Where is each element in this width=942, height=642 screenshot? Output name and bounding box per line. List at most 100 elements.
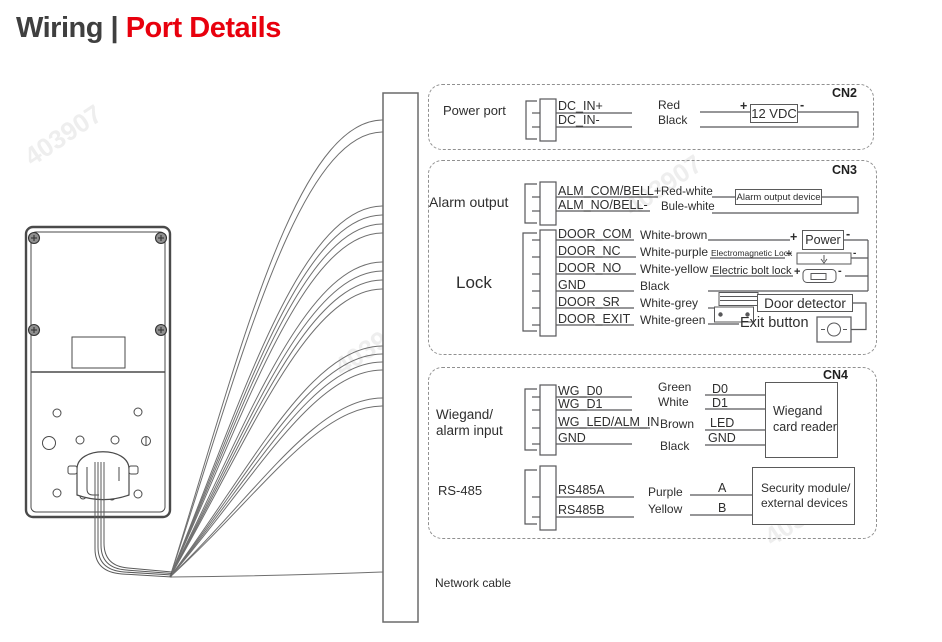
wall-panel (382, 92, 419, 623)
wire-color-white-green: White-green (640, 313, 706, 327)
network-cable-label: Network cable (435, 576, 512, 590)
cn3-lock-lines (522, 229, 869, 343)
minus-sign: - (846, 227, 851, 241)
bus-label-b: B (718, 501, 727, 515)
pin-label-wg-led: WG_LED/ALM_IN (558, 415, 660, 429)
power-supply-12vdc-box: 12 VDC (750, 104, 798, 123)
terminal-block (539, 465, 557, 531)
pin-label-wg-d1: WG_D1 (558, 397, 603, 411)
minus-sign: - (853, 248, 857, 259)
pin-label-door-com: DOOR_COM (558, 227, 632, 241)
terminal-block (539, 229, 557, 337)
device-back-panel (24, 225, 173, 578)
alarm-output-label: Alarm output (429, 194, 509, 210)
pin-label-door-nc: DOOR_NC (558, 244, 621, 258)
wiegand-card-reader-line1: Wiegand (773, 404, 823, 419)
wiegand-port-label-line1: Wiegand/ (436, 407, 494, 422)
minus-sign: - (800, 98, 805, 112)
terminal-block (539, 181, 557, 226)
pin-label-wg-gnd: GND (558, 431, 586, 445)
wire-color-green: Green (658, 380, 692, 394)
electric-bolt-lock-label: Electric bolt lock (712, 265, 792, 277)
wiegand-card-reader-box: Wiegand card reader (765, 382, 838, 458)
reader-pin-d0: D0 (712, 382, 728, 396)
connector-bracket (524, 183, 537, 224)
wire-color-red-white: Red-white (661, 186, 713, 198)
pin-label-rs485b: RS485B (558, 503, 605, 517)
exit-button-label: Exit button (740, 315, 809, 331)
plus-sign: + (794, 266, 801, 278)
cn4-section-frame (428, 367, 877, 539)
door-detector-box: Door detector (757, 294, 853, 312)
lock-power-box: Power (802, 230, 844, 250)
pin-label-rs485a: RS485A (558, 483, 605, 497)
pin-label-alm-com: ALM_COM/BELL+ (558, 184, 662, 198)
wire-color-black: Black (658, 113, 688, 127)
connector-bracket (525, 100, 537, 140)
cn2-wiring-lines (525, 98, 859, 142)
wire-color-white: White (658, 395, 689, 409)
minus-sign: - (838, 265, 842, 277)
reader-pin-led: LED (710, 416, 735, 430)
wire-color-white-grey: White-grey (640, 296, 699, 310)
cable-entry-window (71, 336, 126, 369)
network-cable-wire (169, 571, 384, 578)
door-detector-icon (714, 292, 759, 323)
exit-button-icon (816, 316, 852, 343)
wire-color-red: Red (658, 98, 681, 112)
screw-icon (27, 231, 168, 337)
rs485-port-label: RS-485 (438, 483, 483, 498)
title-separator: | (110, 12, 119, 44)
terminal-block (539, 384, 557, 456)
connector-bracket (524, 388, 537, 451)
title-wiring: Wiring (16, 12, 103, 44)
reader-pin-gnd: GND (708, 431, 736, 445)
cn3-alarm-lines (524, 181, 859, 226)
pin-label-wg-d0: WG_D0 (558, 384, 603, 398)
bus-label-a: A (718, 481, 727, 495)
wire-color-brown: Brown (660, 417, 695, 431)
mounting-hole (42, 407, 151, 501)
cn4-wiegand-lines (524, 384, 765, 456)
pin-label-gnd: GND (558, 278, 586, 292)
power-port-label: Power port (443, 103, 506, 118)
wiegand-port-label-line2: alarm input (436, 423, 503, 438)
cable-gland (67, 451, 139, 501)
terminal-block (539, 98, 557, 142)
connector-bracket (522, 232, 537, 332)
title-port-details: Port Details (125, 12, 282, 44)
electromagnetic-lock-icon (796, 252, 852, 265)
security-module-line1: Security module/ (761, 481, 851, 495)
wire-bundle (169, 119, 384, 578)
lock-label: Lock (456, 273, 492, 292)
pin-label-dc-in-plus: DC_IN+ (558, 99, 603, 113)
cn2-section-frame (428, 84, 874, 150)
wire-color-white-yellow: White-yellow (640, 262, 709, 276)
electric-bolt-lock-icon (802, 269, 837, 283)
cn4-tag: CN4 (823, 368, 849, 382)
cn3-tag: CN3 (832, 163, 858, 177)
wire-color-black: Black (660, 439, 690, 453)
wire-color-white-purple: White-purple (640, 245, 709, 259)
detector-exit-link (851, 302, 867, 331)
pin-label-door-no: DOOR_NO (558, 261, 622, 275)
device-cable (94, 462, 173, 578)
pin-label-door-sr: DOOR_SR (558, 295, 620, 309)
connector-bracket (524, 469, 537, 525)
wire-color-black: Black (640, 279, 670, 293)
security-module-line2: external devices (761, 496, 848, 510)
reader-pin-d1: D1 (712, 396, 728, 410)
pin-label-alm-no: ALM_NO/BELL- (558, 198, 648, 212)
electromagnetic-lock-label: Electromagnetic Lock (711, 248, 793, 258)
plus-sign: + (740, 99, 748, 113)
cn3-section-frame (428, 160, 877, 355)
cn4-rs485-lines (524, 465, 752, 531)
pin-label-dc-in-minus: DC_IN- (558, 113, 600, 127)
wire-color-yellow: Yellow (648, 502, 683, 516)
wire-color-white-brown: White-brown (640, 228, 708, 242)
cn2-tag: CN2 (832, 86, 858, 100)
plus-sign: + (786, 249, 792, 260)
security-module-box: Security module/ external devices (752, 467, 855, 525)
